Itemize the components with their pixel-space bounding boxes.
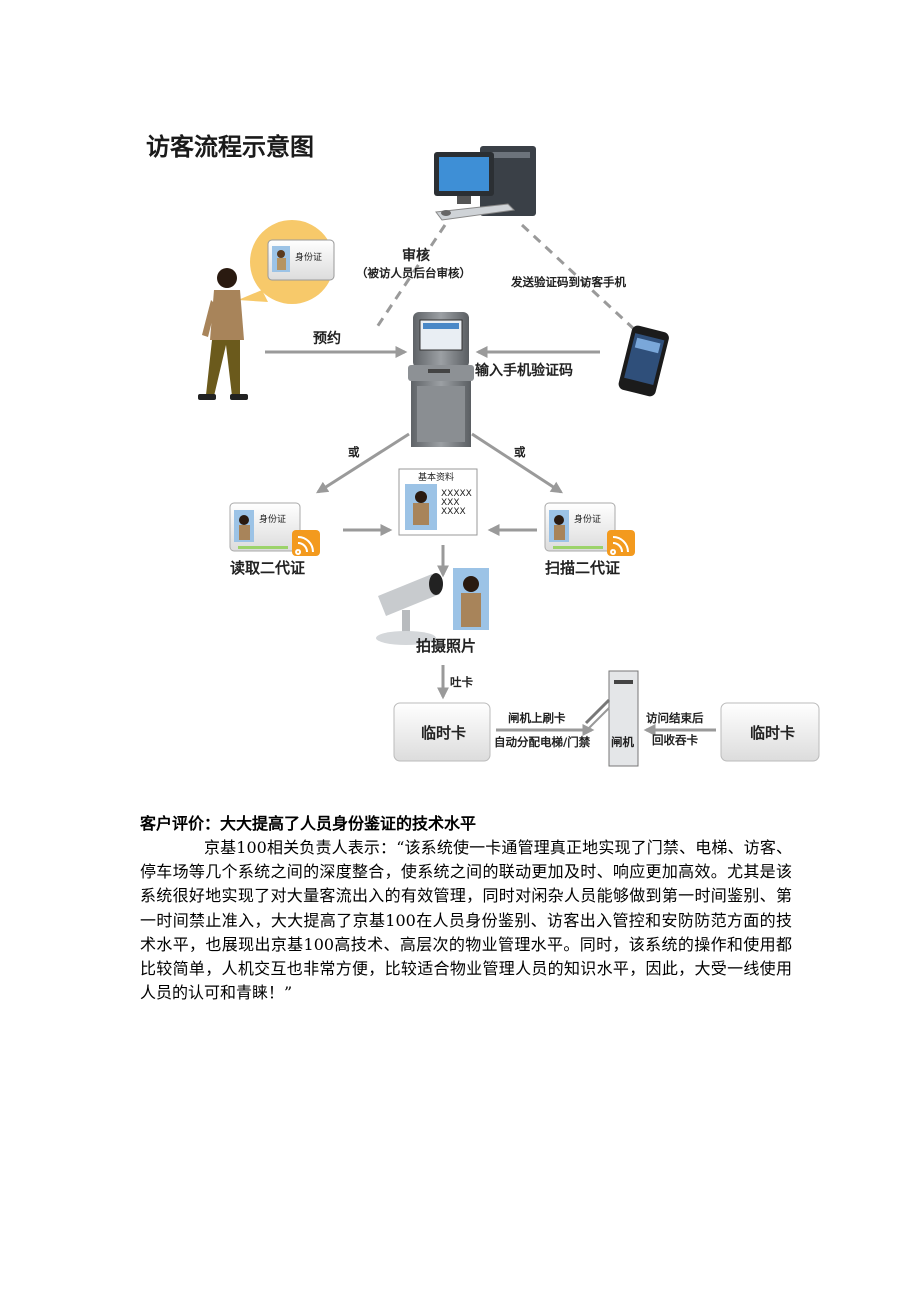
gate-swipe-label: 闸机上刷卡	[508, 711, 566, 725]
auto-assign-label: 自动分配电梯/门禁	[494, 735, 591, 749]
id-card-bubble: 身份证	[238, 220, 335, 304]
visitor-person-icon	[198, 268, 248, 400]
gate-label: 闸机	[611, 735, 634, 749]
card-recycle-label: 回收吞卡	[652, 733, 698, 747]
temp-card-left-label: 临时卡	[421, 724, 466, 742]
enter-code-label: 输入手机验证码	[475, 362, 573, 379]
info-line-3: XXXX	[441, 507, 466, 517]
read-id-label: 读取二代证	[230, 559, 305, 577]
temp-card-right-label: 临时卡	[750, 724, 795, 742]
send-code-dashed-line	[520, 223, 637, 332]
visit-end-label: 访问结束后	[646, 711, 704, 725]
gate-turnstile-icon: 闸机	[584, 670, 639, 767]
visitor-flow-diagram: 访客流程示意图 审核 （被访人员后台审核） 发送验证码到访客手机 身份证 预约	[146, 133, 820, 767]
reserve-label: 预约	[313, 330, 341, 347]
temp-card-left: 临时卡	[393, 702, 491, 762]
photo-portrait	[453, 568, 489, 630]
camera-icon	[376, 573, 443, 645]
review-dashed-line	[373, 224, 447, 331]
info-line-2: XXX	[441, 498, 460, 508]
mobile-phone-icon	[618, 325, 669, 397]
photo-label: 拍摄照片	[416, 637, 476, 655]
branch-right-arrow	[471, 432, 564, 494]
bubble-id-card-label: 身份证	[295, 251, 322, 263]
basic-info-card: 基本资料 XXXXX XXX XXXX	[398, 468, 478, 536]
review-label: 审核	[402, 247, 430, 264]
or-right-label: 或	[514, 445, 526, 459]
temp-card-right: 临时卡	[720, 702, 820, 762]
customer-review: 客户评价：大大提高了人员身份鉴证的技术水平 京基100相关负责人表示：“该系统使…	[140, 812, 792, 1005]
branch-left-arrow	[315, 432, 410, 494]
read-id-card-text: 身份证	[259, 513, 286, 525]
review-body: 京基100相关负责人表示：“该系统使一卡通管理真正地实现了门禁、电梯、访客、停车…	[140, 838, 792, 1003]
kiosk-terminal-icon	[408, 312, 474, 447]
basic-info-label: 基本资料	[418, 471, 454, 483]
dispense-label: 吐卡	[450, 675, 473, 689]
scan-id-card-icon: 身份证	[544, 502, 635, 556]
diagram-title: 访客流程示意图	[146, 133, 314, 161]
or-left-label: 或	[348, 445, 360, 459]
send-code-label: 发送验证码到访客手机	[510, 275, 626, 289]
review-note: （被访人员后台审核）	[356, 266, 471, 280]
scan-id-label: 扫描二代证	[545, 559, 620, 577]
review-heading: 客户评价：大大提高了人员身份鉴证的技术水平	[140, 814, 477, 833]
info-line-1: XXXXX	[441, 489, 472, 499]
read-id-card-icon: 身份证	[229, 502, 320, 556]
scan-id-card-text: 身份证	[574, 513, 601, 525]
computer-icon	[434, 146, 536, 221]
